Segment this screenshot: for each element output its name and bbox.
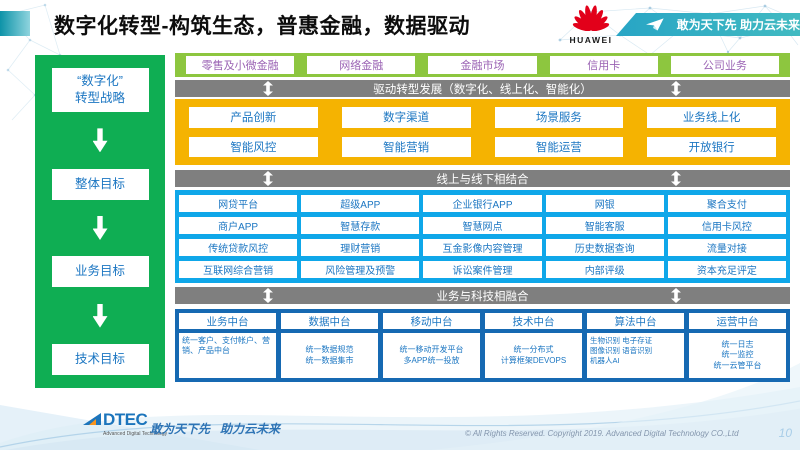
platform-desc: 统一移动开发平台 多APP统一投放 bbox=[383, 333, 480, 378]
cell-product-innovation: 产品创新 bbox=[189, 107, 318, 128]
cell-smart-marketing: 智能营销 bbox=[341, 136, 471, 157]
sidebar-item-strategy: “数字化” 转型战略 bbox=[51, 68, 149, 112]
cell-ebank: 网银 bbox=[545, 195, 664, 212]
cell-smart-service: 智能客服 bbox=[545, 217, 664, 234]
down-arrow-icon bbox=[92, 128, 108, 153]
updown-arrow-icon bbox=[671, 81, 681, 96]
cell-digital-channel: 数字渠道 bbox=[341, 107, 471, 128]
dtec-logo-icon bbox=[83, 413, 101, 425]
banner-drive-transformation: 驱动转型发展（数字化、线上化、智能化） bbox=[175, 80, 790, 97]
updown-arrow-icon bbox=[671, 171, 681, 186]
banner-biz-tech-text: 业务与科技相融合 bbox=[436, 290, 529, 303]
cell-scenario-service: 场景服务 bbox=[494, 107, 624, 128]
page-number: 10 bbox=[778, 426, 792, 440]
cell-smart-risk: 智能风控 bbox=[189, 136, 318, 157]
cell-smart-branch: 智慧网点 bbox=[423, 217, 542, 234]
updown-arrow-icon bbox=[263, 81, 273, 96]
cell-aggregate-payment: 聚合支付 bbox=[667, 195, 786, 212]
huawei-logo: HUAWEI bbox=[569, 3, 613, 45]
cell-wealth-marketing: 理财营销 bbox=[301, 239, 420, 256]
page-title: 数字化转型-构筑生态，普惠金融，数据驱动 bbox=[54, 15, 470, 38]
banner-online-offline-text: 线上与线下相结合 bbox=[436, 173, 529, 186]
business-line-financial-market: 金融市场 bbox=[428, 56, 537, 74]
platform-column-operation: 运营中台 统一日志 统一监控 统一云管平台 bbox=[689, 313, 786, 378]
platform-title: 数据中台 bbox=[281, 313, 378, 329]
header-slogan-banner: 敢为天下先 助力云未来 bbox=[616, 13, 800, 36]
platform-title: 移动中台 bbox=[383, 313, 480, 329]
platform-column-algorithm: 算法中台 生物识别 电子存证 图像识别 语音识别 机器人AI bbox=[587, 313, 684, 378]
business-line-retail: 零售及小微金融 bbox=[186, 56, 295, 74]
updown-arrow-icon bbox=[671, 288, 681, 303]
updown-arrow-icon bbox=[263, 288, 273, 303]
huawei-flower-icon bbox=[572, 5, 610, 32]
channel-grid: 网贷平台 超级APP 企业银行APP 网银 聚合支付 商户APP 智慧存款 智慧… bbox=[175, 190, 790, 283]
platform-column-data: 数据中台 统一数据规范 统一数据集市 bbox=[281, 313, 378, 378]
updown-arrow-icon bbox=[263, 171, 273, 186]
footer-slogan: 敢为天下先 助力云未来 bbox=[150, 422, 281, 436]
cell-image-content-mgmt: 互金影像内容管理 bbox=[423, 239, 542, 256]
platform-desc: 生物识别 电子存证 图像识别 语音识别 机器人AI bbox=[587, 333, 684, 378]
cell-capital-adequacy: 资本充足评定 bbox=[667, 261, 786, 278]
cell-business-online: 业务线上化 bbox=[647, 107, 776, 128]
strategy-sidebar: “数字化” 转型战略 整体目标 业务目标 技术目标 bbox=[35, 55, 165, 388]
dtec-logo: DTEC Advanced Digital Technology bbox=[82, 411, 167, 437]
cell-risk-mgmt-warning: 风险管理及预警 bbox=[301, 261, 420, 278]
platform-title: 技术中台 bbox=[485, 313, 582, 329]
banner-biz-tech: 业务与科技相融合 bbox=[175, 287, 790, 304]
platform-title: 运营中台 bbox=[689, 313, 786, 329]
business-line-corporate: 公司业务 bbox=[670, 56, 780, 74]
down-arrow-icon bbox=[92, 303, 108, 328]
transformation-grid: 产品创新 数字渠道 场景服务 业务线上化 智能风控 智能营销 智能运营 开放银行 bbox=[175, 99, 790, 165]
cell-traffic-connect: 流量对接 bbox=[667, 239, 786, 256]
banner-online-offline: 线上与线下相结合 bbox=[175, 170, 790, 187]
business-line-internet-finance: 网络金融 bbox=[307, 56, 416, 74]
banner-drive-text: 驱动转型发展（数字化、线上化、智能化） bbox=[373, 83, 592, 96]
huawei-brand-text: HUAWEI bbox=[569, 35, 613, 45]
platform-column-mobile: 移动中台 统一移动开发平台 多APP统一投放 bbox=[383, 313, 480, 378]
cell-loan-platform: 网贷平台 bbox=[179, 195, 298, 212]
platform-title: 算法中台 bbox=[587, 313, 684, 329]
cell-internal-rating: 内部评级 bbox=[545, 261, 664, 278]
platform-desc: 统一数据规范 统一数据集市 bbox=[281, 333, 378, 378]
down-arrow-icon bbox=[92, 215, 108, 240]
dtec-logo-caption: Advanced Digital Technology bbox=[103, 431, 168, 437]
cell-litigation-mgmt: 诉讼案件管理 bbox=[423, 261, 542, 278]
platform-desc: 统一客户、支付帐户、营销、产品中台 bbox=[179, 333, 276, 378]
title-accent-bar bbox=[0, 11, 30, 36]
sidebar-item-business-goal: 业务目标 bbox=[51, 256, 149, 288]
platform-desc: 统一分布式 计算框架DEVOPS bbox=[485, 333, 582, 378]
cell-smart-operation: 智能运营 bbox=[494, 136, 624, 157]
platform-column-business: 业务中台 统一客户、支付帐户、营销、产品中台 bbox=[179, 313, 276, 378]
platform-title: 业务中台 bbox=[179, 313, 276, 329]
platform-desc: 统一日志 统一监控 统一云管平台 bbox=[689, 333, 786, 378]
cell-open-banking: 开放银行 bbox=[647, 136, 776, 157]
platform-grid: 业务中台 统一客户、支付帐户、营销、产品中台 数据中台 统一数据规范 统一数据集… bbox=[175, 309, 790, 382]
cell-credit-card-risk: 信用卡风控 bbox=[667, 217, 786, 234]
cell-history-data-query: 历史数据查询 bbox=[545, 239, 664, 256]
sidebar-item-overall-goal: 整体目标 bbox=[51, 168, 149, 200]
cell-traditional-loan-risk: 传统贷款风控 bbox=[179, 239, 298, 256]
business-lines-row: 零售及小微金融 网络金融 金融市场 信用卡 公司业务 bbox=[175, 53, 790, 77]
cell-super-app: 超级APP bbox=[301, 195, 420, 212]
cell-corp-bank-app: 企业银行APP bbox=[423, 195, 542, 212]
business-line-credit-card: 信用卡 bbox=[549, 56, 658, 74]
sidebar-item-tech-goal: 技术目标 bbox=[51, 343, 149, 375]
dtec-logo-text: DTEC bbox=[103, 410, 148, 429]
cell-smart-deposit: 智慧存款 bbox=[301, 217, 420, 234]
copyright-text: © All Rights Reserved. Copyright 2019. A… bbox=[465, 429, 739, 438]
cell-internet-marketing: 互联网综合营销 bbox=[179, 261, 298, 278]
platform-column-tech: 技术中台 统一分布式 计算框架DEVOPS bbox=[485, 313, 582, 378]
paper-plane-icon bbox=[646, 18, 664, 31]
header-slogan-text: 敢为天下先 助力云未来 bbox=[676, 18, 800, 32]
cell-merchant-app: 商户APP bbox=[179, 217, 298, 234]
